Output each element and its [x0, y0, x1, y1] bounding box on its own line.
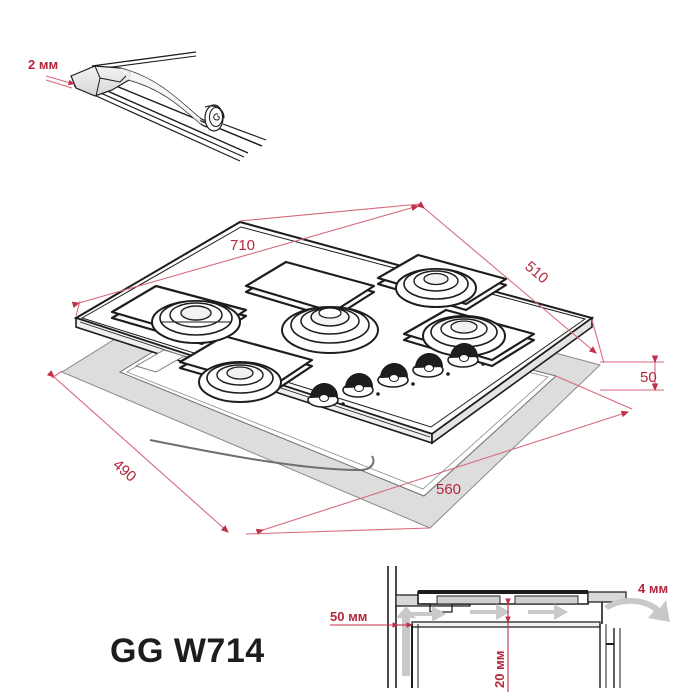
product-model-label: GG W714: [110, 632, 265, 670]
isometric-dimension-lines: [46, 201, 664, 536]
control-knob: [412, 353, 450, 378]
seal-thickness-dimension: [45, 75, 76, 89]
dimension-label-cutout-depth: 490: [109, 456, 139, 485]
control-knob: [342, 373, 380, 398]
dimension-label-depth: 510: [521, 258, 551, 287]
installation-section-view: [330, 566, 670, 692]
section-label-wall-clearance: 50 мм: [330, 609, 367, 624]
seal-detail-view: [45, 51, 267, 162]
section-label-bottom-clearance: 20 мм: [492, 651, 507, 688]
airflow-arrows: [396, 597, 670, 676]
dimension-label-width: 710: [230, 237, 255, 254]
burner-back-left: [151, 300, 241, 344]
control-knob: [307, 383, 345, 408]
section-label-overhang: 4 мм: [638, 581, 668, 596]
burner-front-left: [198, 361, 282, 403]
control-knob: [377, 363, 415, 388]
burner-center-wok: [281, 306, 379, 354]
hob-isometric-view: [60, 220, 601, 529]
burner-back-right: [395, 268, 477, 308]
dimension-label-height: 50: [640, 369, 657, 386]
seal-thickness-label: 2 мм: [28, 57, 58, 72]
dimension-label-cutout-width: 560: [436, 481, 461, 498]
